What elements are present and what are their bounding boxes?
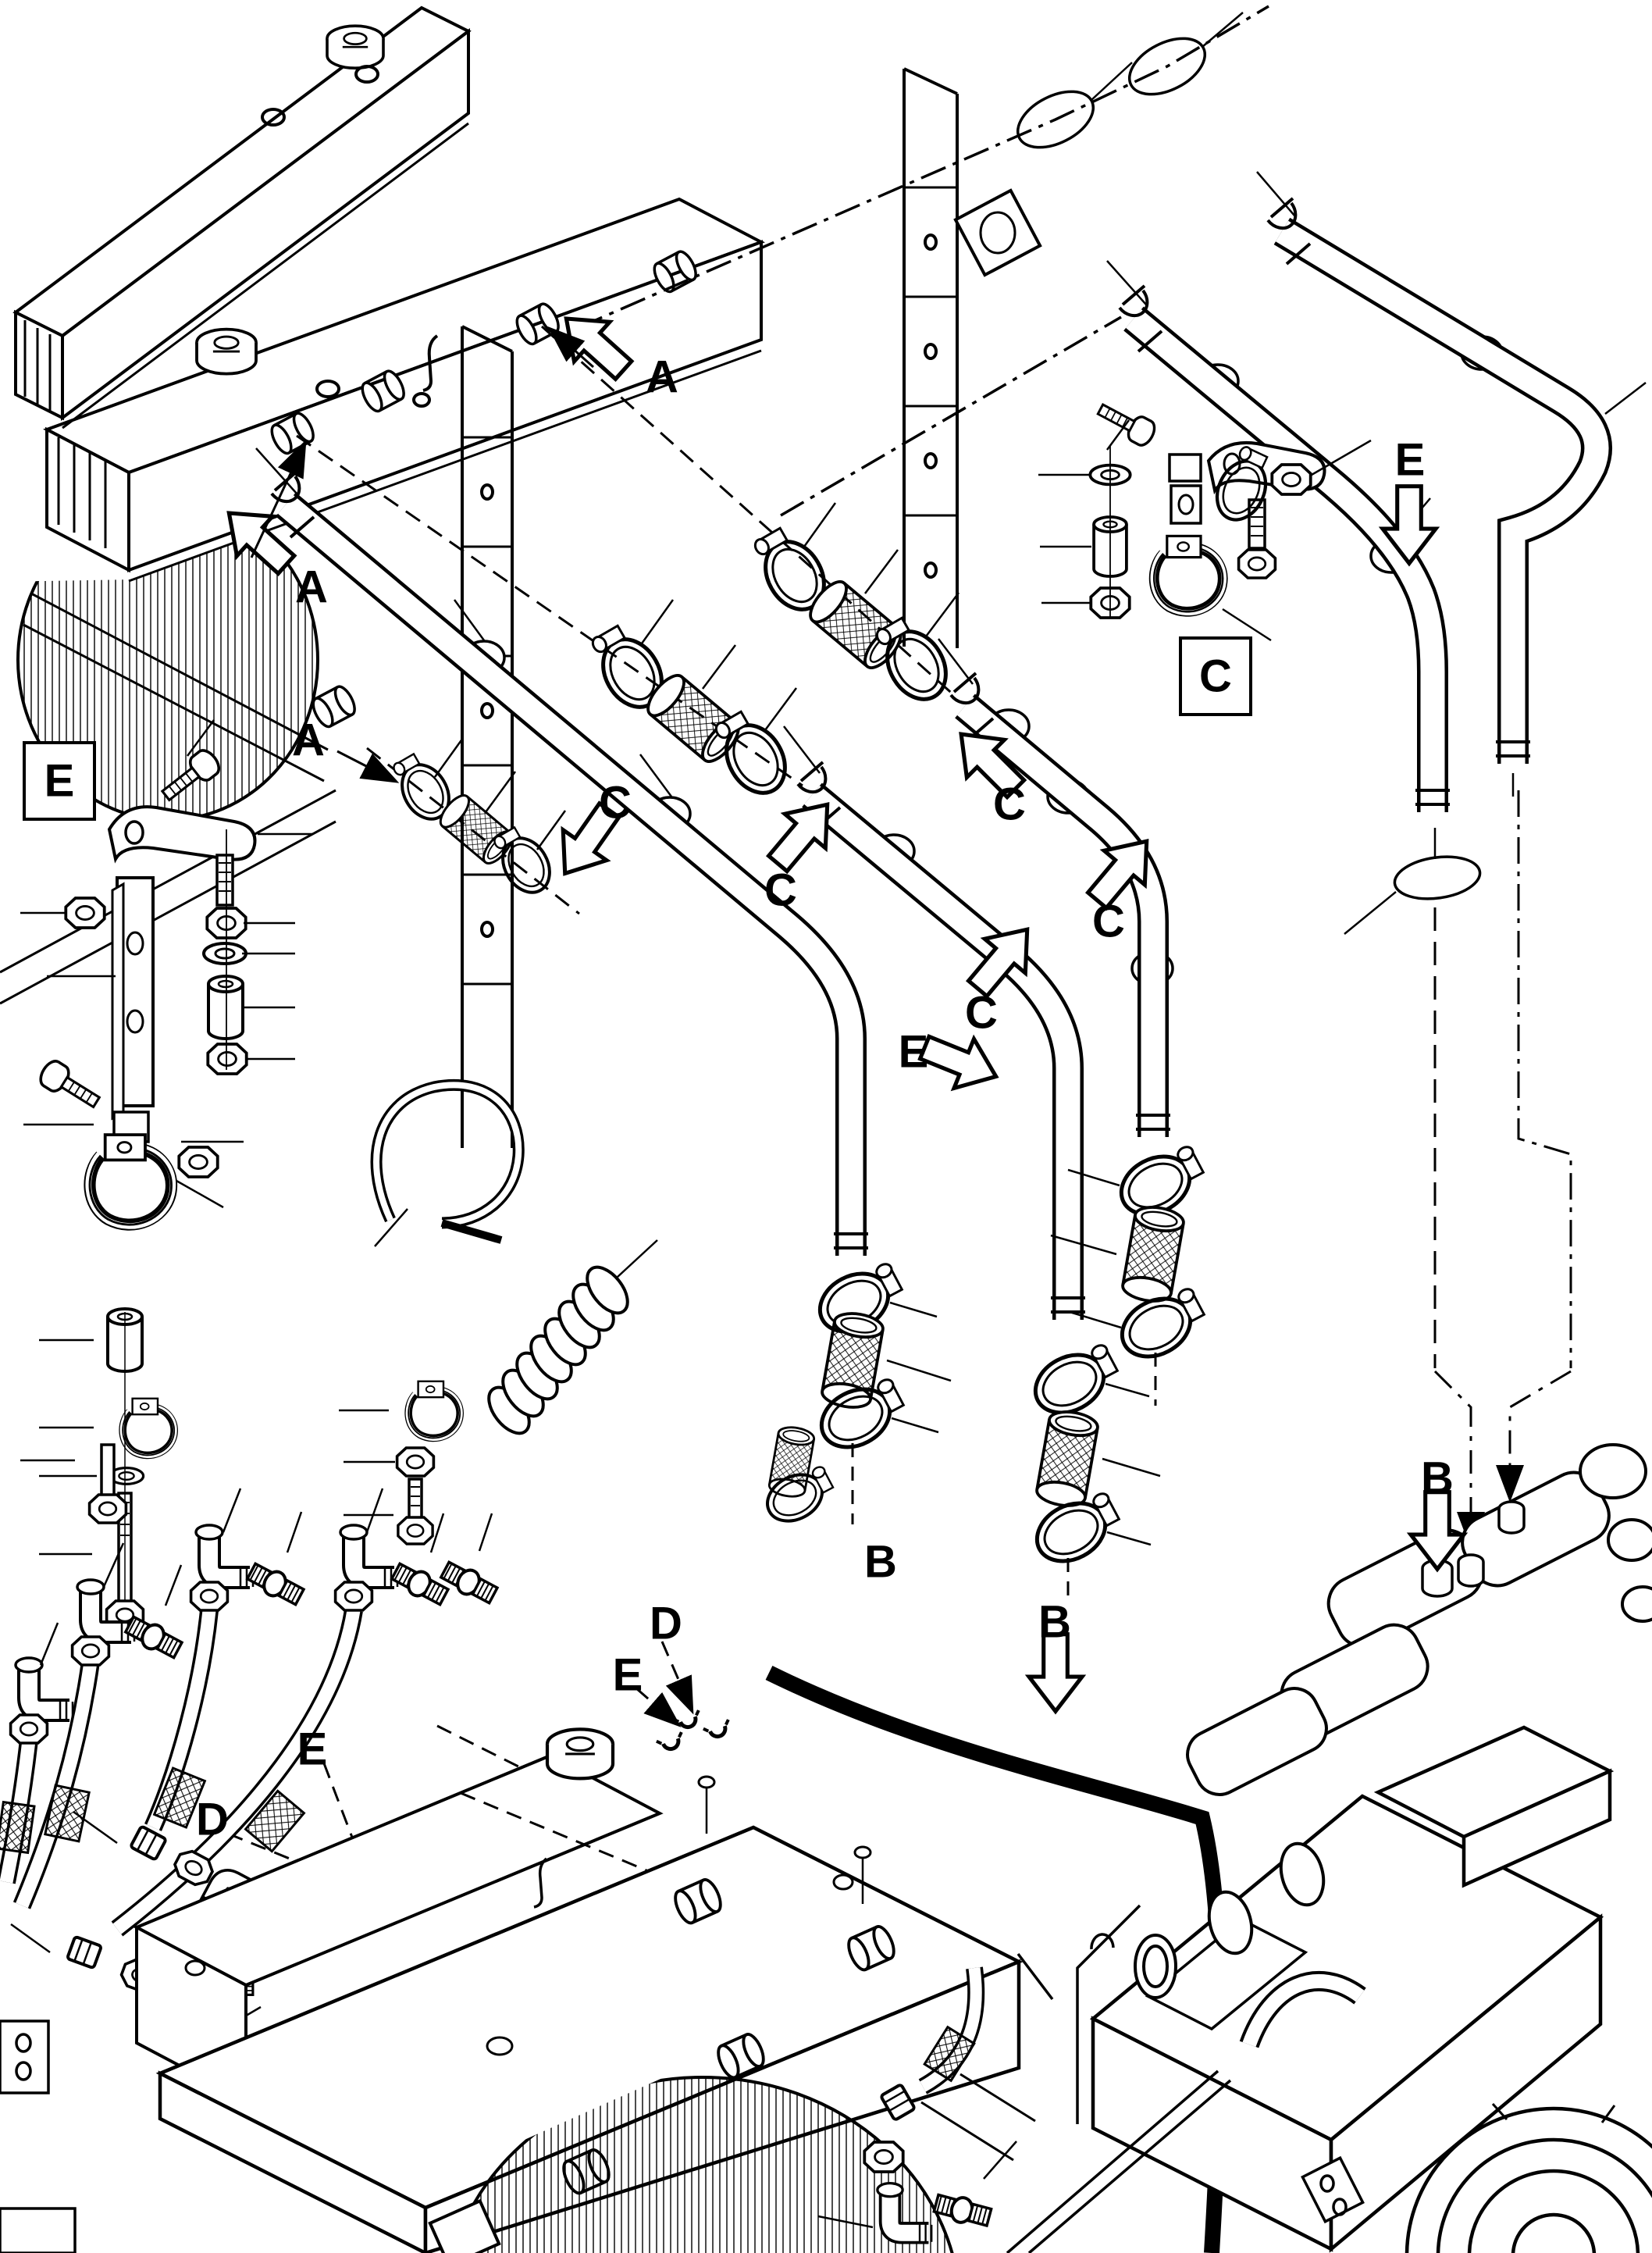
hose-group: [0, 1443, 499, 2106]
label-text-E1: E: [1395, 435, 1426, 486]
label-A1: A: [646, 352, 678, 403]
cooler-hose: [817, 1966, 1017, 2242]
label-text-C4: C: [1092, 897, 1125, 947]
bracket-detail-c: [1038, 396, 1372, 642]
coolant-pipe-5: [1266, 197, 1612, 764]
corner-flange: [0, 2020, 77, 2253]
engine-group: [920, 1443, 1652, 2253]
flywheel: [1405, 2102, 1652, 2253]
small-ref-arrows: [250, 326, 594, 783]
label-box-C6: [1179, 636, 1252, 716]
radiator-group: [0, 5, 1042, 1148]
leader-E4: [322, 1763, 366, 1873]
label-text-B3: B: [1038, 1597, 1071, 1648]
label-text-A1: A: [646, 352, 678, 403]
exhaust-flanges: [1134, 1841, 1326, 1999]
label-text-E2: E: [899, 1027, 929, 1078]
coolant-pipe-4: [1118, 284, 1450, 812]
intake-manifold: [1089, 1725, 1615, 2253]
label-box-E5: [23, 741, 96, 821]
label-text-A2: A: [295, 562, 328, 613]
label-text-E5: E: [45, 756, 75, 807]
label-E1: E: [1395, 435, 1426, 486]
label-C4: C: [1092, 897, 1125, 947]
label-text-C3: C: [993, 779, 1026, 830]
centerline: [577, 5, 1269, 330]
label-text-C1: C: [599, 778, 632, 829]
label-text-E3: E: [613, 1650, 643, 1701]
hidden-line: [1517, 790, 1572, 1368]
long-bolt: [20, 1443, 128, 1524]
bracket-detail-e: [20, 719, 312, 1226]
label-text-B1: B: [864, 1537, 897, 1588]
clip-bolt-column-2: [339, 1381, 461, 1545]
rocker-covers: [1186, 1443, 1652, 1796]
leader-E3: [636, 1687, 682, 1727]
part-leaders: [1038, 419, 1372, 642]
label-A3: A: [292, 715, 325, 766]
label-text-A3: A: [292, 715, 325, 766]
label-B2: B: [1421, 1453, 1454, 1504]
label-text-B2: B: [1421, 1453, 1454, 1504]
label-text-E4: E: [297, 1724, 328, 1775]
label-E5: E: [23, 741, 96, 821]
mount-channel: [903, 67, 1042, 648]
label-D2: D: [196, 1795, 229, 1845]
cable-tie-loop: [370, 1078, 525, 1247]
label-E3: E: [613, 1650, 643, 1701]
rear-radiator-tank: [12, 5, 472, 421]
label-C5: C: [965, 988, 998, 1039]
hidden-line-arrow: [1496, 1370, 1572, 1503]
label-text-D2: D: [196, 1795, 229, 1845]
pipe-weld-bosses: [462, 335, 1504, 986]
label-text-C5: C: [965, 988, 998, 1039]
centerline: [780, 315, 1122, 517]
label-B3: B: [1038, 1597, 1071, 1648]
label-text-D1: D: [650, 1599, 682, 1649]
coil-spring: [487, 1239, 658, 1435]
cooler-body: [155, 1775, 1024, 2253]
label-B1: B: [864, 1537, 897, 1588]
oil-cooler-group: [0, 1666, 1228, 2253]
hoses: [0, 1609, 363, 1937]
label-A2: A: [295, 562, 328, 613]
label-C3: C: [993, 779, 1026, 830]
rear-panel: [133, 1729, 664, 2104]
part-leaders: [20, 719, 312, 1209]
engine-lines: [920, 2073, 1036, 2162]
leader-D1: [660, 1641, 694, 1715]
label-C1: C: [599, 778, 632, 829]
callout-ticks: [1091, 12, 1515, 935]
label-D1: D: [650, 1599, 682, 1649]
label-C2: C: [764, 865, 797, 916]
label-text-C2: C: [764, 865, 797, 916]
hidden-line-arrow: [1433, 1370, 1485, 1549]
callout-1: [1016, 90, 1095, 149]
callout-2: [1127, 37, 1207, 96]
label-E4: E: [297, 1724, 328, 1775]
label-C6: C: [1179, 636, 1252, 716]
label-text-C6: C: [1199, 651, 1232, 702]
frame-rail: [0, 789, 336, 1005]
callout-3: [1393, 855, 1482, 900]
engine-block-lines: [1006, 1904, 1365, 2253]
label-E2: E: [899, 1027, 929, 1078]
